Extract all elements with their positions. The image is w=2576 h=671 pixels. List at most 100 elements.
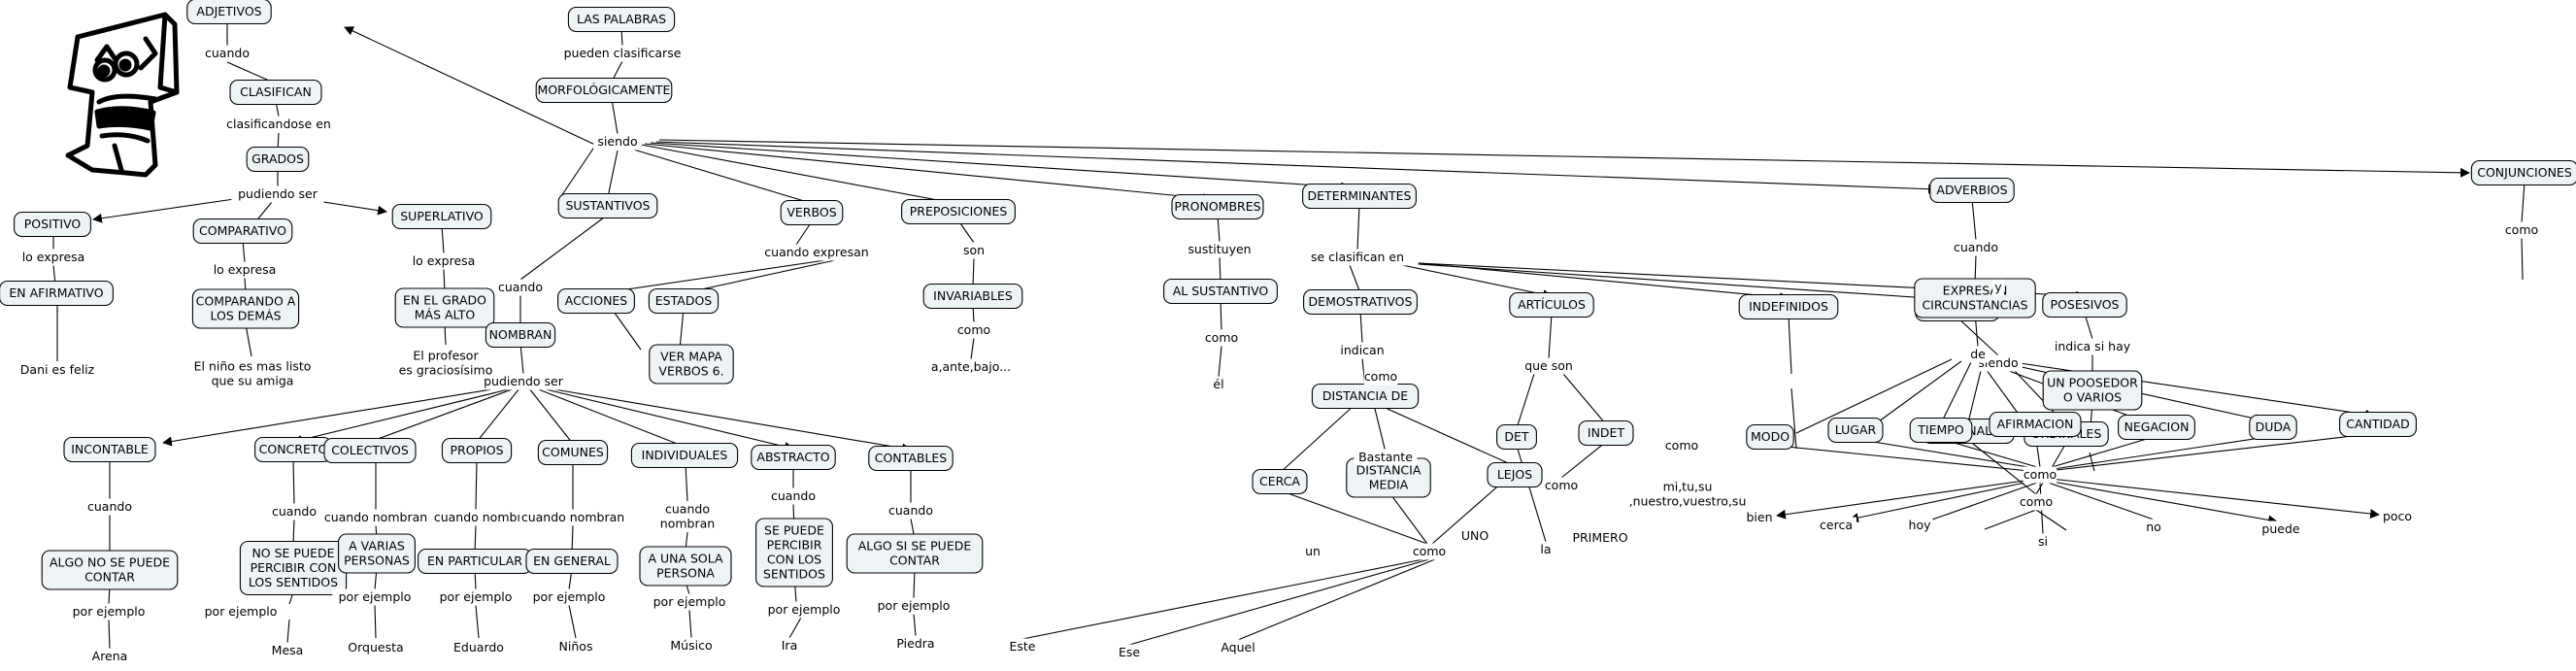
concept-comunes[interactable]: COMUNES	[537, 439, 609, 466]
concept-demostrativos[interactable]: DEMOSTRATIVOS	[1303, 288, 1418, 316]
concept-propios[interactable]: PROPIOS	[441, 437, 513, 464]
concept-en-particular[interactable]: EN PARTICULAR	[418, 548, 532, 575]
text: la	[1540, 542, 1551, 556]
concept-individuales[interactable]: INDIVIDUALES	[630, 442, 739, 469]
concept-negacion[interactable]: NEGACION	[2118, 414, 2195, 441]
connector-line	[2521, 237, 2524, 281]
concept-det[interactable]: DET	[1496, 423, 1537, 451]
concept-concreto[interactable]: CONCRETO	[254, 436, 332, 463]
connector-line	[611, 98, 619, 135]
concept-en-general[interactable]: EN GENERAL	[525, 548, 619, 575]
text: pudiendo ser	[238, 186, 318, 201]
concept-lugar[interactable]: LUGAR	[1827, 417, 1884, 444]
concept-indefinidos[interactable]: INDEFINIDOS	[1738, 293, 1839, 320]
text: por ejemplo	[73, 604, 146, 619]
connector-line	[2521, 181, 2526, 223]
concept-afirmacion[interactable]: AFIRMACION	[1989, 411, 2082, 438]
example-un: un	[1303, 543, 1322, 560]
text: Mesa	[272, 643, 304, 657]
connector-line	[1431, 481, 1504, 545]
concept-incontable[interactable]: INCONTABLE	[63, 436, 156, 463]
concept-cerca[interactable]: CERCA	[1252, 468, 1308, 495]
concept-adverbios[interactable]: ADVERBIOS	[1929, 177, 2015, 204]
linking-phrase-sustituyen: sustituyen	[1181, 241, 1258, 258]
concept-comparativo[interactable]: COMPARATIVO	[192, 218, 293, 245]
label-background	[7, 361, 108, 379]
text: siendo	[597, 134, 637, 149]
concept-lejos[interactable]: LEJOS	[1487, 461, 1543, 488]
text: siendo	[1978, 355, 2018, 370]
concept-nombran[interactable]: NOMBRAN	[485, 321, 556, 349]
concept-box	[186, 0, 272, 25]
concept-en-afirmativo[interactable]: EN AFIRMATIVO	[0, 280, 114, 307]
concept-acciones[interactable]: ACCIONES	[557, 287, 635, 315]
concept-distancia-de[interactable]: DISTANCIA DE	[1311, 383, 1420, 410]
concept-indet[interactable]: INDET	[1578, 419, 1634, 447]
concept-preposiciones[interactable]: PREPOSICIONES	[901, 198, 1016, 225]
connector-line	[1021, 558, 1424, 640]
concept-colectivos[interactable]: COLECTIVOS	[323, 437, 417, 464]
concept-superlativo[interactable]: SUPERLATIVO	[391, 203, 492, 230]
concept-estados[interactable]: ESTADOS	[648, 287, 719, 315]
text: POSESIVOS	[2051, 297, 2120, 312]
concept-al-sustantivo[interactable]: AL SUSTANTIVO	[1163, 278, 1278, 305]
label-background	[89, 648, 130, 665]
example-el: él	[1209, 376, 1228, 393]
text: POSITIVO	[24, 217, 82, 231]
connector-line	[2042, 480, 2155, 520]
concept-modo[interactable]: MODO	[1746, 423, 1794, 451]
text: cuando	[1954, 240, 1998, 254]
concept-sustantivos[interactable]: SUSTANTIVOS	[557, 192, 658, 219]
connector-line	[2050, 478, 2380, 519]
text: EN AFIRMATIVO	[9, 285, 103, 300]
concept-clasifican[interactable]: CLASIFICAN	[229, 79, 322, 106]
concept-invariables[interactable]: INVARIABLES	[922, 283, 1023, 310]
concept-pronombres[interactable]: PRONOMBRES	[1171, 193, 1264, 220]
concept-posesivos[interactable]: POSESIVOS	[2042, 291, 2127, 319]
concept-contables[interactable]: CONTABLES	[868, 445, 953, 472]
concept-box	[649, 344, 734, 385]
concept-conjunciones[interactable]: CONJUNCIONES	[2470, 159, 2576, 186]
connector-line	[519, 214, 609, 281]
concept-las-palabras[interactable]: LAS PALABRAS	[567, 6, 676, 33]
concept-verbos[interactable]: VERBOS	[780, 199, 844, 226]
text: cerca	[1820, 518, 1853, 532]
text: cuando	[498, 280, 543, 294]
concept-determinantes[interactable]: DETERMINANTES	[1302, 183, 1417, 210]
concept-morfologicamente[interactable]: MORFOLÓGICAMENTE	[535, 77, 673, 104]
concept-duda[interactable]: DUDA	[2249, 414, 2297, 441]
concept-grados[interactable]: GRADOS	[246, 146, 310, 173]
label-background	[451, 639, 507, 656]
label-background	[1572, 529, 1628, 547]
concept-abstracto[interactable]: ABSTRACTO	[751, 444, 836, 471]
concept-positivo[interactable]: POSITIVO	[14, 211, 91, 238]
label-background	[431, 509, 540, 526]
text: Este	[1009, 639, 1035, 654]
text: cuando nombran	[521, 510, 624, 524]
text: ACCIONES	[565, 293, 628, 308]
example-este: Este	[1005, 638, 1040, 655]
label-background	[496, 279, 545, 296]
text: como	[1413, 544, 1446, 558]
concept-cantidad[interactable]: CANTIDAD	[2339, 411, 2417, 438]
concept-tiempo[interactable]: TIEMPO	[1909, 417, 1973, 444]
connector-line	[972, 257, 975, 288]
concept-articulos[interactable]: ARTÍCULOS	[1509, 291, 1594, 319]
example-prep-list: a,ante,bajo...	[917, 358, 1025, 376]
concept-adjetivos[interactable]: ADJETIVOS	[186, 0, 272, 25]
text: VERBOS	[786, 205, 836, 219]
